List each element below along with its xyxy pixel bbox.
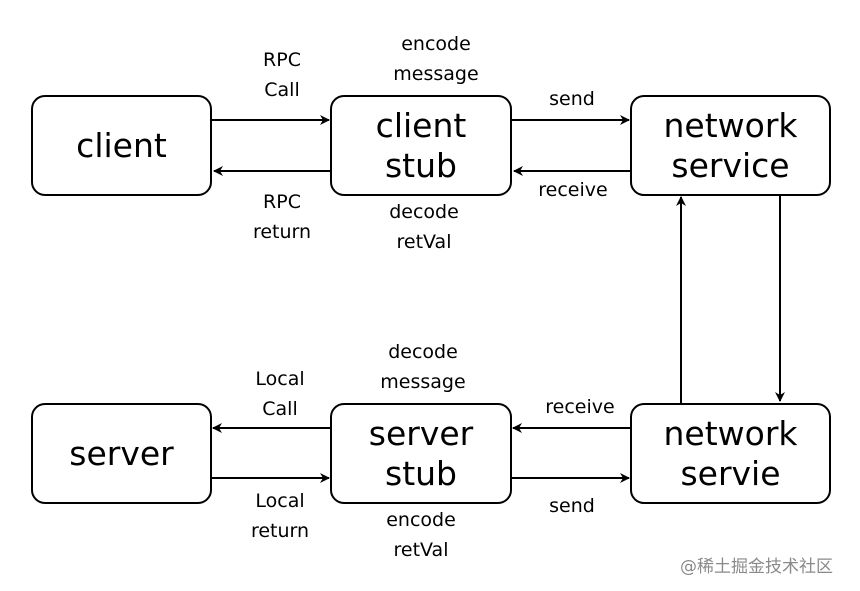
rpc-call-label-line2: Call xyxy=(264,79,300,101)
local-call-label-line2: Call xyxy=(262,398,298,420)
client-stub-node: client stub xyxy=(330,95,512,196)
watermark-text: @稀土掘金技术社区 xyxy=(680,557,833,577)
server-node: server xyxy=(31,403,212,504)
network-service-bottom-line1: network xyxy=(663,413,798,453)
client-stub-label-line1: client xyxy=(375,105,467,145)
send-top-label-text: send xyxy=(549,88,595,110)
local-call-label: Local Call xyxy=(235,364,325,424)
server-stub-label-line2: stub xyxy=(385,453,457,493)
client-node: client xyxy=(31,95,212,196)
network-service-bottom-node: network servie xyxy=(630,403,831,504)
receive-top-label-text: receive xyxy=(538,179,608,201)
encode-message-label-line1: encode xyxy=(401,33,471,55)
rpc-return-label: RPC return xyxy=(232,187,332,247)
local-return-label: Local return xyxy=(230,486,330,546)
receive-bottom-label: receive xyxy=(530,392,630,422)
local-return-label-line1: Local xyxy=(255,490,305,512)
rpc-return-label-line2: return xyxy=(252,221,312,243)
encode-message-label: encode message xyxy=(371,29,501,89)
local-call-label-line1: Local xyxy=(255,368,305,390)
encode-retval-label-line2: retVal xyxy=(393,539,449,561)
client-node-label: client xyxy=(76,125,167,165)
network-service-top-line2: service xyxy=(671,145,790,185)
network-service-top-node: network service xyxy=(630,95,831,196)
rpc-call-label-line1: RPC xyxy=(263,49,301,71)
server-stub-label-line1: server xyxy=(368,413,474,453)
server-stub-node: server stub xyxy=(330,403,512,504)
send-top-label: send xyxy=(532,84,612,114)
server-node-label: server xyxy=(69,433,174,473)
rpc-call-label: RPC Call xyxy=(242,45,322,105)
client-stub-label-line2: stub xyxy=(384,145,457,185)
receive-top-label: receive xyxy=(523,175,623,205)
rpc-return-label-line1: RPC xyxy=(263,191,301,213)
send-bottom-label: send xyxy=(532,491,612,521)
decode-message-label-line1: decode xyxy=(388,341,458,363)
decode-retval-label: decode retVal xyxy=(364,197,484,257)
receive-bottom-label-text: receive xyxy=(545,396,615,418)
local-return-label-line2: return xyxy=(250,520,310,542)
decode-retval-label-line2: retVal xyxy=(396,231,452,253)
encode-retval-label-line1: encode xyxy=(386,509,456,531)
network-service-top-line1: network xyxy=(663,105,798,145)
encode-message-label-line2: message xyxy=(393,63,479,85)
decode-retval-label-line1: decode xyxy=(389,201,459,223)
decode-message-label-line2: message xyxy=(380,371,466,393)
network-service-bottom-line2: servie xyxy=(680,453,781,493)
send-bottom-label-text: send xyxy=(549,495,595,517)
decode-message-label: decode message xyxy=(358,337,488,397)
encode-retval-label: encode retVal xyxy=(361,505,481,565)
